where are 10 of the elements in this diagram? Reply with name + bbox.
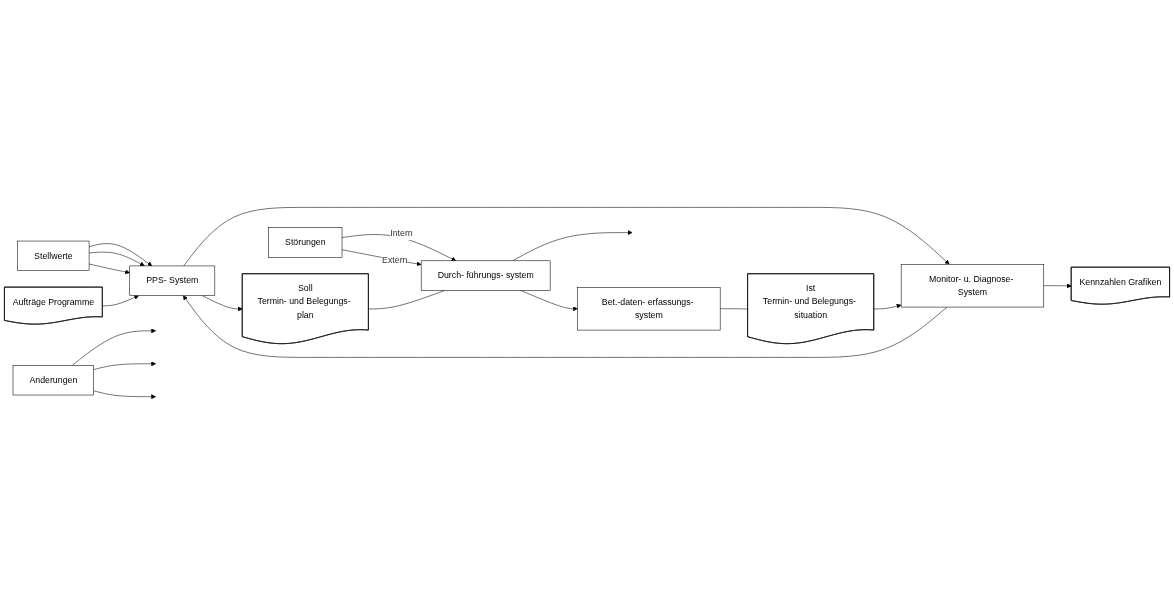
connector <box>719 308 749 310</box>
node-box: Bet.-daten- erfassungs- system <box>577 287 721 331</box>
edge-label: Intern <box>390 229 413 239</box>
node-box: Monitor- u. Diagnose- System <box>900 264 1045 308</box>
edge-label: Extern <box>382 255 408 265</box>
node-box: Durch- führungs- system <box>420 260 551 292</box>
node-box: PPS- System <box>129 266 216 297</box>
node-box: Störungen <box>268 227 343 258</box>
node-box: Anderungen <box>12 365 94 396</box>
node-box: Stellwerte <box>17 241 90 272</box>
